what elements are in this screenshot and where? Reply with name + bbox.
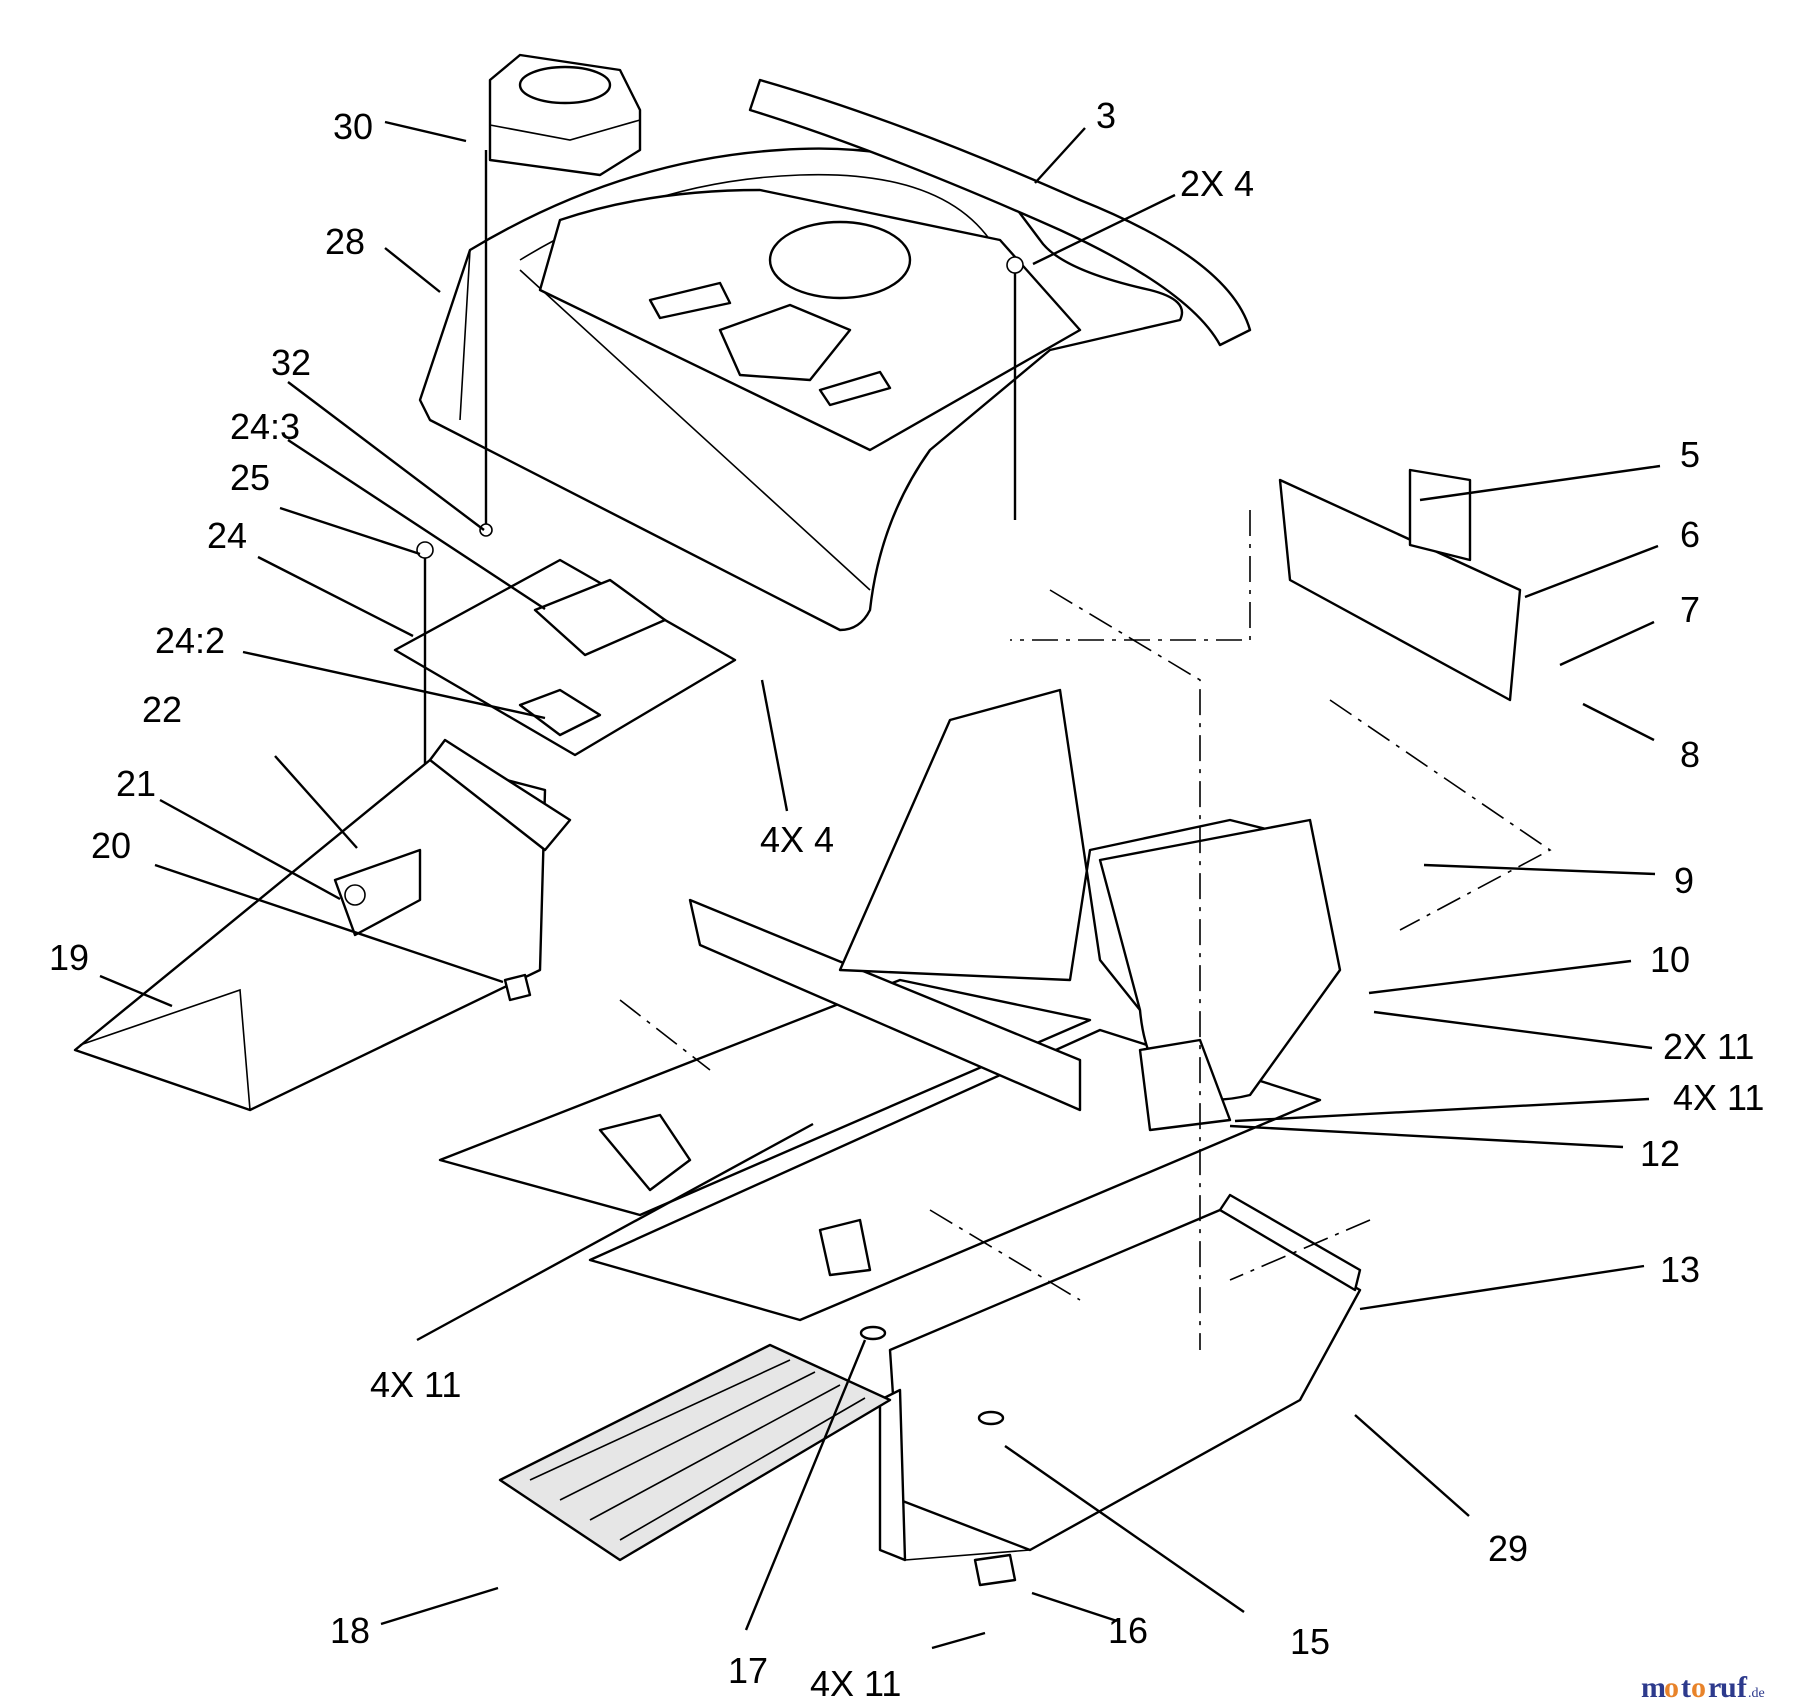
label-4x11-left: 4X 11 (370, 1364, 461, 1405)
label-13: 13 (1660, 1249, 1700, 1290)
label-32: 32 (271, 342, 311, 383)
label-16: 16 (1108, 1610, 1148, 1651)
svg-text:m: m (1641, 1671, 1666, 1703)
label-7: 7 (1680, 589, 1700, 630)
panel-part-24 (393, 558, 737, 757)
label-24: 24 (207, 515, 247, 556)
svg-text:t: t (1681, 1671, 1691, 1703)
right-footrest-part-13 (878, 1193, 1362, 1562)
hood-trim-part-3 (748, 78, 1252, 347)
svg-text:o: o (1691, 1671, 1706, 1703)
label-15: 15 (1290, 1621, 1330, 1662)
svg-text:r: r (1708, 1671, 1721, 1703)
label-10: 10 (1650, 939, 1690, 980)
label-5: 5 (1680, 434, 1700, 475)
svg-text:o: o (1664, 1671, 1679, 1703)
label-8: 8 (1680, 734, 1700, 775)
label-24-3: 24:3 (230, 406, 300, 447)
label-3: 3 (1096, 95, 1116, 136)
label-4x11-bottom: 4X 11 (810, 1663, 901, 1703)
label-24-2: 24:2 (155, 620, 225, 661)
label-4x11-right: 4X 11 (1673, 1077, 1764, 1118)
svg-text:f: f (1737, 1671, 1748, 1703)
label-19: 19 (49, 937, 89, 978)
label-28: 28 (325, 221, 365, 262)
label-4x4: 4X 4 (760, 819, 834, 860)
label-2x4: 2X 4 (1180, 163, 1254, 204)
label-21: 21 (116, 763, 156, 804)
svg-text:.de: .de (1748, 1686, 1765, 1701)
frame-rails (438, 898, 1322, 1322)
hood-part-28 (418, 147, 1184, 632)
label-12: 12 (1640, 1133, 1680, 1174)
label-20: 20 (91, 825, 131, 866)
label-30: 30 (333, 106, 373, 147)
left-footrest-part-19 (73, 738, 572, 1112)
label-25: 25 (230, 457, 270, 498)
foot-mat-part-18 (498, 1343, 892, 1562)
svg-text:u: u (1720, 1671, 1737, 1703)
label-22: 22 (142, 689, 182, 730)
label-2x11: 2X 11 (1663, 1026, 1754, 1067)
label-17: 17 (728, 1650, 768, 1691)
label-6: 6 (1680, 514, 1700, 555)
label-18: 18 (330, 1610, 370, 1651)
label-9: 9 (1674, 860, 1694, 901)
plate-part-6 (1278, 478, 1522, 702)
label-29: 29 (1488, 1528, 1528, 1569)
motoruf-watermark-logo: m o t o r u f .de (1641, 1671, 1765, 1703)
